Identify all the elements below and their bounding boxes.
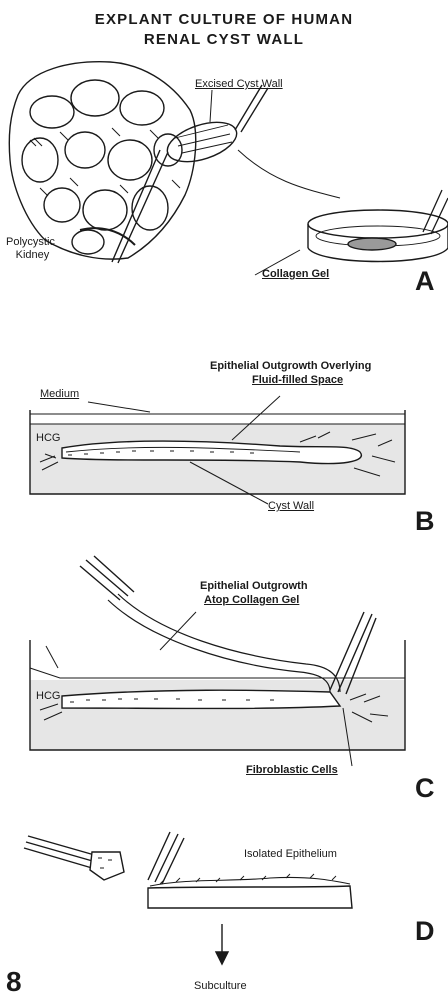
subculture-label: Subculture [194, 980, 247, 993]
figure-number: 8 [6, 968, 22, 996]
isolated-epithelium-label: Isolated Epithelium [244, 848, 337, 861]
panel-d-letter: D [415, 918, 435, 945]
